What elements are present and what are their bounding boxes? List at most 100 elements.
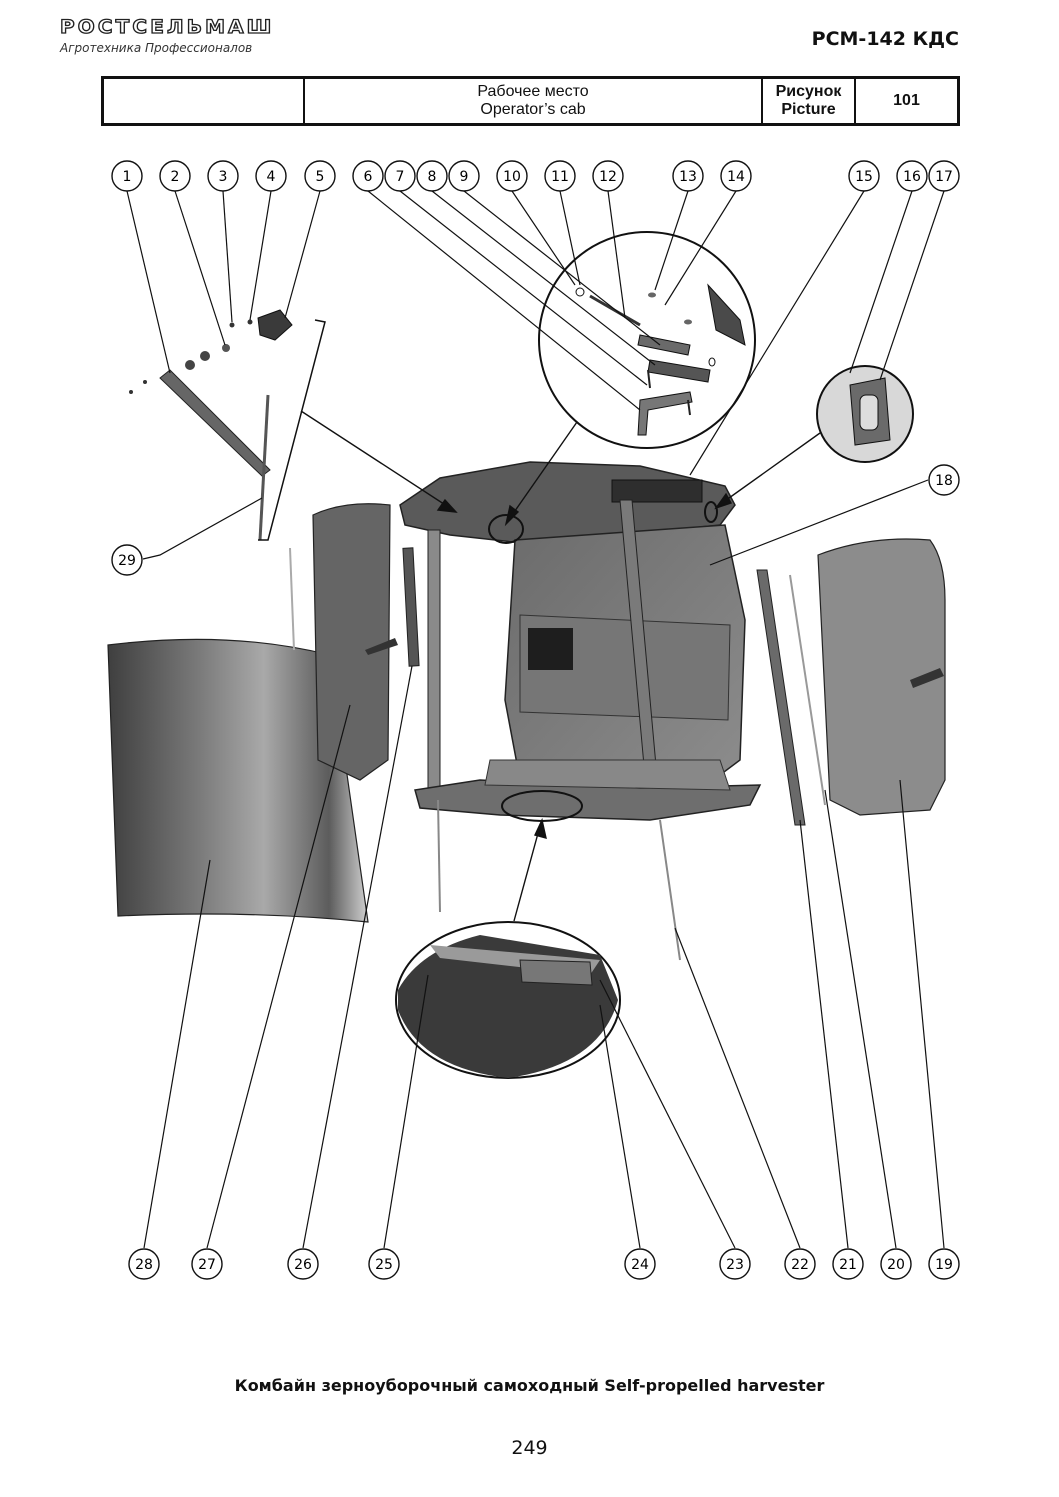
picture-label-ru: Рисунок [775, 83, 842, 100]
callout-circle [624, 1248, 656, 1280]
callout-2: 2 [159, 160, 191, 192]
logo-text: РОСТСЕЛЬМАШ [59, 15, 275, 38]
picture-label-en: Picture [781, 101, 836, 118]
detail-floor-circle [395, 921, 621, 1079]
wiper-motor [257, 309, 293, 341]
callout-circle [304, 160, 336, 192]
title-cell: Рабочее место Operator’s cab [305, 79, 763, 123]
callout-number: 20 [887, 1257, 905, 1273]
callout-24: 24 [624, 1248, 656, 1280]
callout-16: 16 [896, 160, 928, 192]
callout-circle [352, 160, 384, 192]
callout-number: 15 [855, 169, 873, 185]
roof-highlight-ellipse [488, 514, 524, 544]
callout-1: 1 [111, 160, 143, 192]
picture-label-cell: Рисунок Picture [763, 79, 856, 123]
right-rod [789, 574, 826, 806]
callout-number: 27 [198, 1257, 216, 1273]
callout-number: 26 [294, 1257, 312, 1273]
callout-number: 13 [679, 169, 697, 185]
title-en: Operator’s cab [480, 101, 586, 118]
callout-circle [287, 1248, 319, 1280]
center-rod [659, 819, 681, 961]
callout-circle [720, 160, 752, 192]
callout-number: 25 [375, 1257, 393, 1273]
wiper-pin [229, 322, 235, 328]
left-door [312, 503, 391, 781]
callout-circle [255, 160, 287, 192]
left-rod-upper [289, 547, 295, 651]
callout-3: 3 [207, 160, 239, 192]
front-post-left [427, 529, 441, 801]
callout-number: 21 [839, 1257, 857, 1273]
callout-12: 12 [592, 160, 624, 192]
callout-number: 19 [935, 1257, 953, 1273]
callout-number: 8 [428, 169, 437, 185]
callout-14: 14 [720, 160, 752, 192]
callout-23: 23 [719, 1248, 751, 1280]
wiper-nut-2 [200, 351, 210, 361]
callout-number: 5 [316, 169, 325, 185]
right-door [817, 538, 946, 816]
roof-vent [611, 479, 703, 503]
callout-4: 4 [255, 160, 287, 192]
left-door-handle [365, 638, 398, 655]
leader-lines [126, 190, 945, 1249]
console-box [528, 628, 573, 670]
callout-circle [896, 160, 928, 192]
callout-11: 11 [544, 160, 576, 192]
callout-circle [448, 160, 480, 192]
page-number: 249 [511, 1437, 548, 1459]
callout-circle [111, 160, 143, 192]
callout-number: 11 [551, 169, 569, 185]
callout-number: 9 [460, 169, 469, 185]
callout-circle [848, 160, 880, 192]
callout-number: 1 [123, 169, 132, 185]
right-door-handle [910, 668, 944, 688]
callout-number: 29 [118, 553, 136, 569]
cab-floor-supports [484, 759, 731, 791]
wiper-washer [222, 344, 230, 352]
callout-circle [928, 160, 960, 192]
callout-13: 13 [672, 160, 704, 192]
callout-number: 28 [135, 1257, 153, 1273]
callout-number: 24 [631, 1257, 649, 1273]
callout-number: 2 [171, 169, 180, 185]
lock-highlight-ellipse [704, 501, 718, 523]
callout-circle [191, 1248, 223, 1280]
callout-25: 25 [368, 1248, 400, 1280]
callout-number: 22 [791, 1257, 809, 1273]
detail-lock-circle [816, 365, 914, 463]
callout-circle [111, 544, 143, 576]
wiper-screw [247, 319, 253, 325]
callout-15: 15 [848, 160, 880, 192]
callout-number: 6 [364, 169, 373, 185]
title-block: Рабочее место Operator’s cab Рисунок Pic… [101, 76, 960, 126]
left-side-panel [107, 638, 369, 923]
callout-26: 26 [287, 1248, 319, 1280]
callout-28: 28 [128, 1248, 160, 1280]
model-code: РСМ-142 КДС [811, 28, 959, 50]
callout-7: 7 [384, 160, 416, 192]
wiper-nut-1 [185, 360, 195, 370]
title-block-empty-cell [104, 79, 305, 123]
callout-circle [544, 160, 576, 192]
callout-5: 5 [304, 160, 336, 192]
callout-circle [159, 160, 191, 192]
callout-20: 20 [880, 1248, 912, 1280]
small-bolt-b [143, 380, 147, 384]
callout-circle [207, 160, 239, 192]
callout-circle [128, 1248, 160, 1280]
callout-circle [368, 1248, 400, 1280]
callout-number: 17 [935, 169, 953, 185]
callout-number: 10 [503, 169, 521, 185]
callout-22: 22 [784, 1248, 816, 1280]
callout-circle [784, 1248, 816, 1280]
picture-number: 101 [893, 92, 920, 109]
callout-number: 16 [903, 169, 921, 185]
callout-number: 23 [726, 1257, 744, 1273]
wiper-blade [258, 394, 270, 541]
wiper-arm [159, 369, 271, 477]
detail-hinge-circle [538, 231, 756, 449]
